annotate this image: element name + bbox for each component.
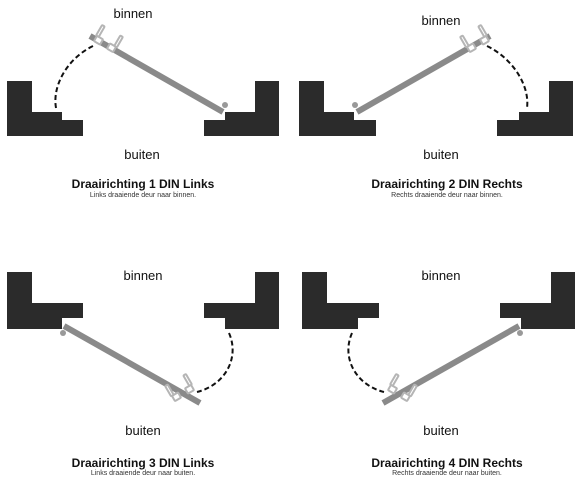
- door-handle-icon: [92, 24, 124, 54]
- outer-side-label: buiten: [125, 423, 161, 438]
- inner-side-label: binnen: [421, 13, 461, 28]
- swing-arc: [486, 45, 529, 109]
- door-leaf: [381, 323, 521, 406]
- panel-subtitle: Links draaiende deur naar buiten.: [90, 470, 196, 477]
- hinge-icon: [222, 102, 228, 108]
- outer-side-label: buiten: [423, 423, 459, 438]
- panel-1: [7, 24, 279, 136]
- panel-3: [7, 272, 279, 406]
- hinge-icon: [517, 330, 523, 336]
- panel-title: Draairichting 3 DIN Links: [71, 456, 215, 470]
- panel-subtitle: Rechts draaiende deur naar buiten.: [392, 470, 502, 477]
- left-wall-profile: [7, 272, 83, 329]
- inner-side-label: binnen: [113, 6, 153, 21]
- panel-2: [299, 24, 573, 136]
- panel-subtitle: Links draaiende deur naar binnen.: [89, 192, 197, 199]
- hinge-icon: [352, 102, 358, 108]
- hinge-icon: [60, 330, 66, 336]
- left-wall-profile: [302, 272, 379, 329]
- swing-arc: [196, 332, 234, 393]
- panel-subtitle: Rechts draaiende deur naar binnen.: [391, 192, 503, 199]
- panel-title: Draairichting 1 DIN Links: [71, 177, 215, 191]
- right-wall-profile: [204, 81, 279, 136]
- outer-side-label: buiten: [124, 147, 160, 162]
- inner-side-label: binnen: [123, 268, 163, 283]
- panel-title: Draairichting 4 DIN Rechts: [371, 456, 523, 470]
- outer-side-label: buiten: [423, 147, 459, 162]
- inner-side-label: binnen: [421, 268, 461, 283]
- left-wall-profile: [7, 81, 83, 136]
- swing-arc: [347, 332, 385, 393]
- right-wall-profile: [204, 272, 279, 329]
- right-wall-profile: [500, 272, 575, 329]
- door-leaf: [62, 323, 202, 406]
- swing-arc: [54, 45, 94, 109]
- left-wall-profile: [299, 81, 376, 136]
- right-wall-profile: [497, 81, 573, 136]
- panel-title: Draairichting 2 DIN Rechts: [371, 177, 523, 191]
- panel-4: [302, 272, 575, 406]
